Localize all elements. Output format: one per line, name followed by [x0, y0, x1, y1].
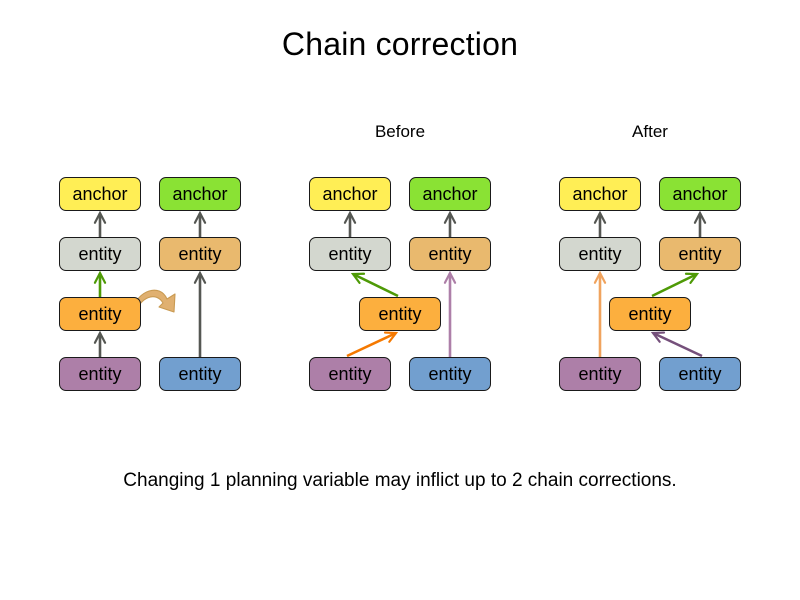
node-p1-c2-anchor[interactable]: anchor — [159, 177, 241, 211]
node-p1-c2-e3[interactable]: entity — [159, 357, 241, 391]
node-label: entity — [428, 243, 472, 264]
node-label: entity — [578, 363, 622, 384]
edge-p1-c1-e3-to-p1-c1-e2 — [93, 330, 107, 357]
node-p2-c2-anchor[interactable]: anchor — [409, 177, 491, 211]
node-p1-c1-e2[interactable]: entity — [59, 297, 141, 331]
node-p2-c2-e3[interactable]: entity — [409, 357, 491, 391]
node-p1-c2-e1[interactable]: entity — [159, 237, 241, 271]
node-p2-c1-e1[interactable]: entity — [309, 237, 391, 271]
edge-p1-c2-e1-to-p1-c2-anchor — [193, 210, 207, 237]
node-label: entity — [78, 243, 122, 264]
node-label: entity — [678, 363, 722, 384]
page-title: Chain correction — [281, 26, 519, 62]
edge-p1-c2-e3-to-p1-c2-e1 — [193, 270, 207, 357]
node-label: entity — [178, 243, 222, 264]
node-p3-c2-e1[interactable]: entity — [659, 237, 741, 271]
node-p3-c1-e1[interactable]: entity — [559, 237, 641, 271]
edge-p3-c2-e3-to-p3-mid-e2 — [650, 331, 703, 358]
edge-p2-c2-e3-to-p2-c2-e1 — [443, 270, 457, 357]
node-p3-c2-anchor[interactable]: anchor — [659, 177, 741, 211]
edge-p2-mid-e2-to-p2-c1-e1 — [350, 272, 399, 298]
node-label: anchor — [172, 183, 228, 204]
caption-text: Changing 1 planning variable may inflict… — [123, 470, 677, 491]
node-label: anchor — [572, 183, 628, 204]
node-label: entity — [328, 363, 372, 384]
node-p3-c2-e3[interactable]: entity — [659, 357, 741, 391]
edge-p1-c1-e1-to-p1-c1-anchor — [93, 210, 107, 237]
node-p1-c1-e1[interactable]: entity — [59, 237, 141, 271]
node-p3-c1-anchor[interactable]: anchor — [559, 177, 641, 211]
node-label: anchor — [72, 183, 128, 204]
panel-label-before: Before — [374, 122, 426, 141]
node-label: anchor — [322, 183, 378, 204]
node-label: entity — [78, 363, 122, 384]
node-label: entity — [628, 303, 672, 324]
node-label: anchor — [672, 183, 728, 204]
edge-p3-c1-e1-to-p3-c1-anchor — [593, 210, 607, 237]
node-label: anchor — [422, 183, 478, 204]
node-p2-c1-e3[interactable]: entity — [309, 357, 391, 391]
panel-label-after: After — [632, 122, 668, 141]
node-label: entity — [328, 243, 372, 264]
node-label: entity — [678, 243, 722, 264]
node-label: entity — [178, 363, 222, 384]
node-p3-mid-e2[interactable]: entity — [609, 297, 691, 331]
node-p2-mid-e2[interactable]: entity — [359, 297, 441, 331]
node-label: entity — [78, 303, 122, 324]
node-label: entity — [378, 303, 422, 324]
node-label: entity — [428, 363, 472, 384]
edge-p3-c2-e1-to-p3-c2-anchor — [693, 210, 707, 237]
node-p2-c2-e1[interactable]: entity — [409, 237, 491, 271]
node-p2-c1-anchor[interactable]: anchor — [309, 177, 391, 211]
node-p1-c1-e3[interactable]: entity — [59, 357, 141, 391]
node-p3-c1-e3[interactable]: entity — [559, 357, 641, 391]
node-label: entity — [578, 243, 622, 264]
node-p1-c1-anchor[interactable]: anchor — [59, 177, 141, 211]
edge-p2-c1-e1-to-p2-c1-anchor — [343, 210, 357, 237]
edge-p1-c1-e2-to-p1-c1-e1 — [93, 270, 107, 297]
edge-p3-mid-e2-to-p3-c2-e1 — [651, 272, 700, 298]
edge-p3-c1-e3-to-p3-c1-e1 — [593, 270, 607, 357]
edge-p2-c2-e1-to-p2-c2-anchor — [443, 210, 457, 237]
edge-p2-c1-e3-to-p2-mid-e2 — [346, 331, 399, 358]
